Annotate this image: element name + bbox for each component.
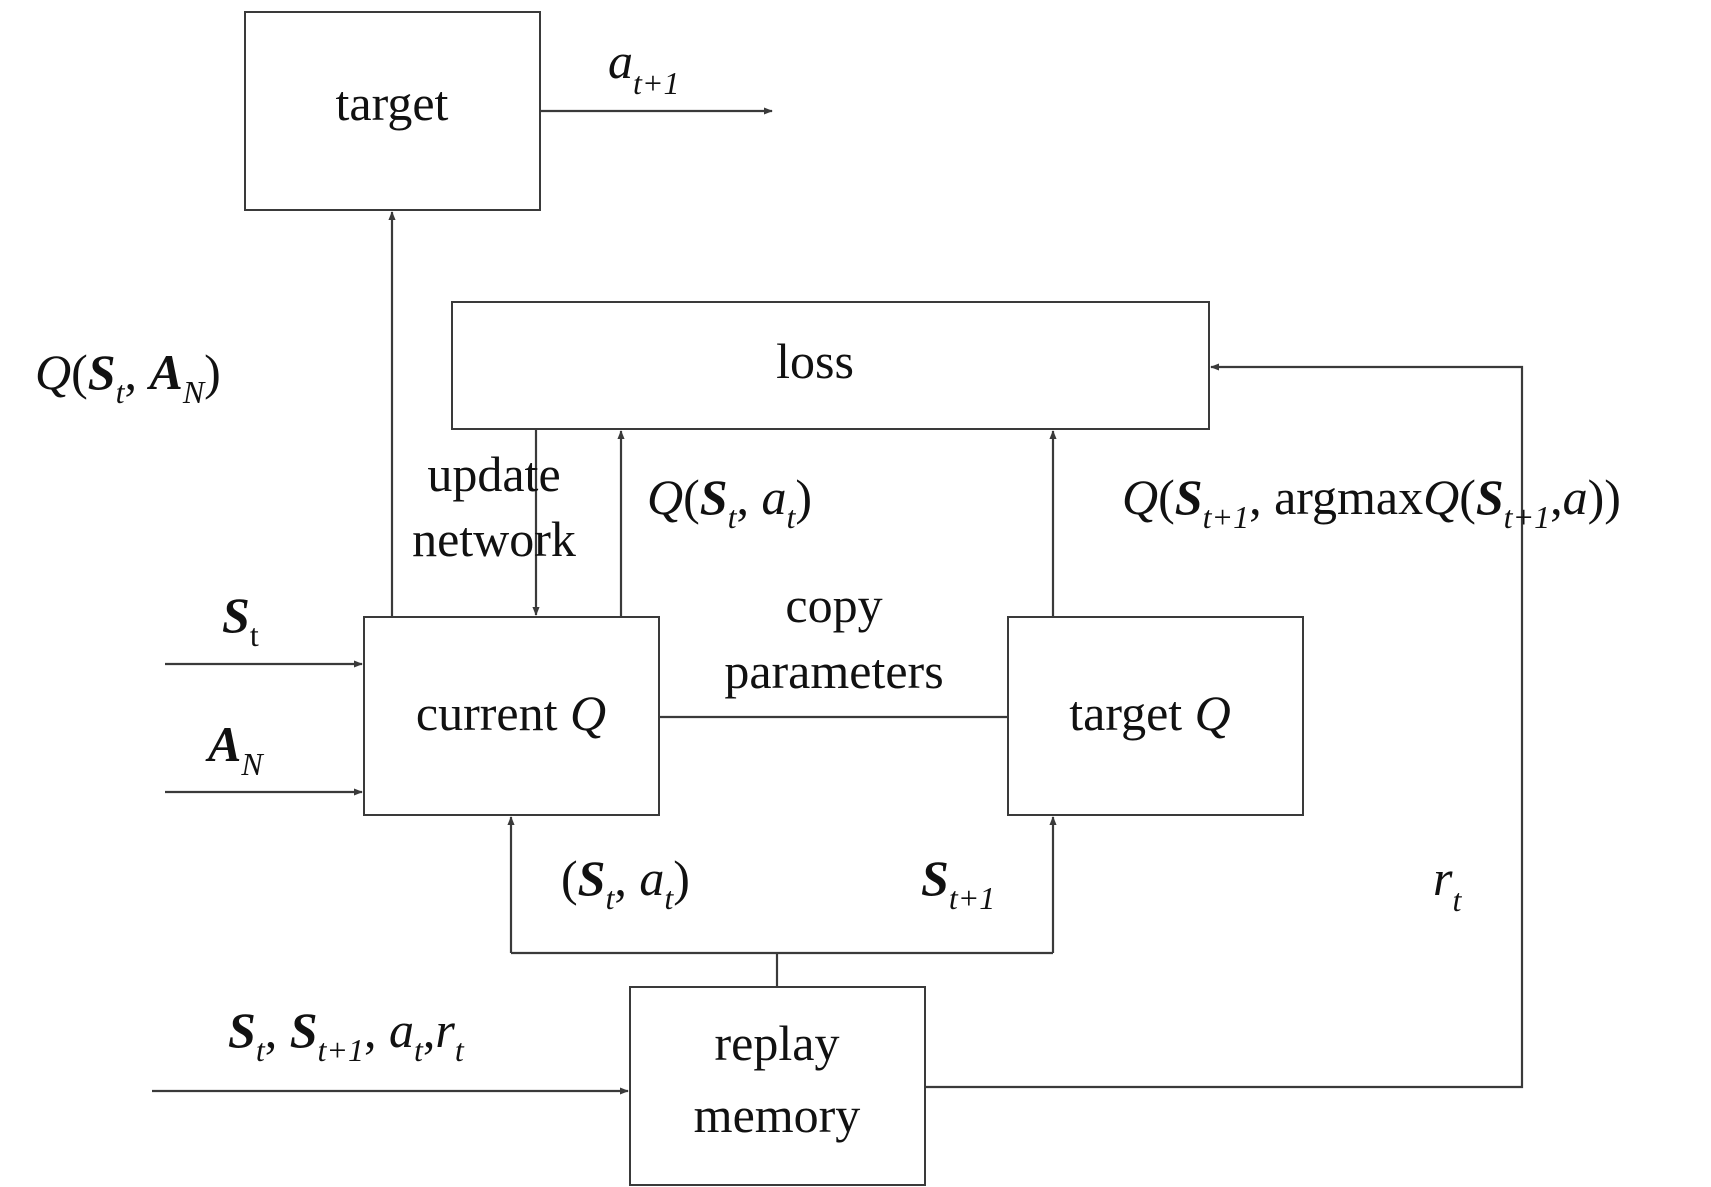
label-update-line1: update [427,446,560,502]
target-box-label: target [336,75,449,131]
arrow-replay-to-loss [925,363,1524,1089]
label-q-st-an: Q(St, AN) [35,344,221,410]
label-copy-line2: parameters [724,643,943,699]
current-q-box: current Q [363,616,660,816]
label-q-target-expression: Q(St+1, argmaxQ(St+1,a)) [1122,469,1621,535]
loss-box-label: loss [776,333,854,389]
label-a-t-plus-1: at+1 [608,33,679,101]
replay-memory-label-line1: replay [715,1015,840,1071]
label-update-line2: network [412,511,576,567]
target-q-box: target Q [1007,616,1304,816]
target-q-box-label: target Q [1069,685,1231,741]
replay-memory-box: replay memory [629,986,926,1186]
replay-memory-label-line2: memory [694,1087,861,1143]
label-r-t: rt [1433,850,1462,918]
label-st-at-pair: (St, at) [561,850,690,916]
label-s-t-plus-1: St+1 [921,850,995,916]
label-input-an: AN [205,716,264,782]
current-q-box-label: current Q [416,685,606,741]
label-copy-line1: copy [785,577,882,633]
target-box: target [244,11,541,211]
label-input-st: St [222,587,259,653]
loss-box: loss [451,301,1210,430]
label-q-st-at: Q(St, at) [647,469,812,535]
label-experience-tuple: St, St+1, at,rt [228,1002,465,1068]
